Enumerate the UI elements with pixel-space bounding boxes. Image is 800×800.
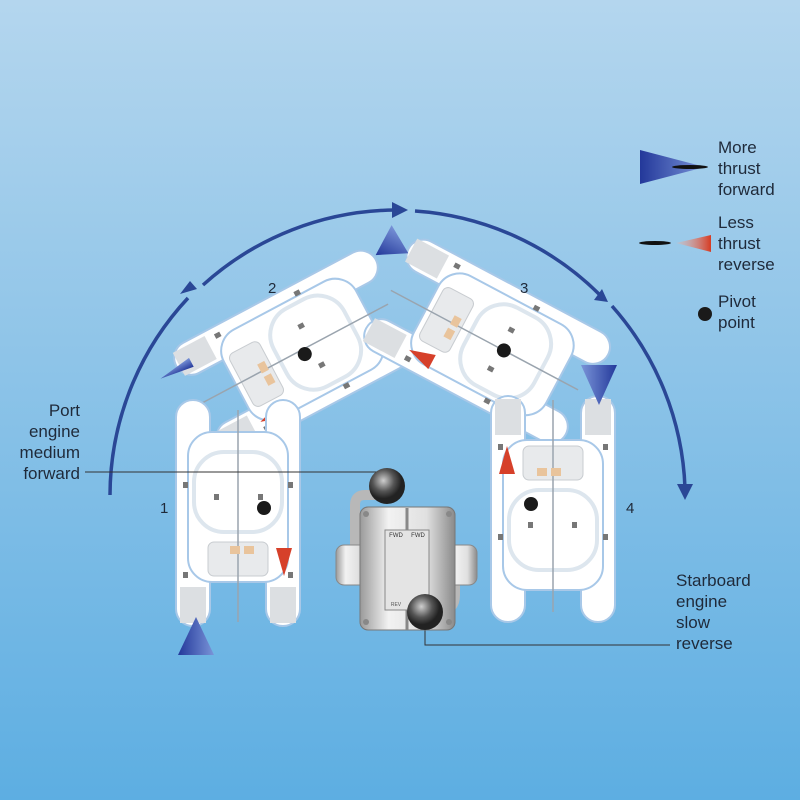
forward-thrust-icon	[160, 357, 194, 379]
pivot-point-icon	[257, 501, 271, 515]
reverse-thrust-icon	[276, 548, 292, 576]
pivot-point-icon	[297, 347, 312, 362]
boat-position-1	[174, 398, 302, 655]
arc-segment	[201, 208, 396, 287]
engine-control-lever: FWD FWD REV	[335, 468, 478, 631]
starboard-engine-callout: Starboard engine slow reverse	[676, 570, 751, 654]
starboard-callout-line	[424, 615, 670, 646]
reverse-thrust-icon	[499, 446, 515, 474]
arrowhead-icon	[392, 202, 408, 218]
port-engine-callout: Port engine medium forward	[20, 400, 80, 484]
arrowhead-icon	[677, 484, 693, 500]
legend-text: thrust	[718, 234, 761, 253]
forward-thrust-icon	[581, 365, 617, 405]
arc-segment	[108, 296, 190, 496]
callout-text: medium	[19, 443, 80, 462]
position-label-1: 1	[160, 500, 169, 517]
port-fwd-label: FWD	[389, 533, 403, 539]
forward-thrust-icon	[178, 617, 214, 655]
callout-text: forward	[23, 464, 80, 483]
legend-text: thrust	[718, 159, 761, 178]
callout-text: Port	[48, 401, 80, 420]
callout-text: engine	[28, 422, 80, 441]
pivot-point-icon	[524, 497, 538, 511]
forward-thrust-icon	[375, 225, 409, 256]
callout-text: Starboard	[676, 571, 751, 590]
legend-pivot-icon	[698, 307, 712, 321]
port-lever-knob	[369, 468, 405, 504]
callout-text: slow	[676, 613, 711, 632]
legend-less-thrust: Less thrust reverse	[718, 212, 775, 275]
arrowhead-icon	[180, 281, 197, 294]
arc-segment	[610, 304, 687, 489]
position-label-3: 3	[520, 280, 529, 297]
arc-arrowheads	[180, 202, 693, 500]
position-label-2: 2	[268, 280, 277, 297]
starboard-lever-knob	[407, 594, 443, 630]
legend-text: point	[718, 313, 755, 332]
starboard-fwd-label: FWD	[411, 533, 425, 539]
callout-text: reverse	[676, 634, 733, 653]
legend-text: forward	[718, 180, 775, 199]
legend-text: reverse	[718, 255, 775, 274]
pivot-point-icon	[496, 343, 511, 358]
boat-position-4	[489, 365, 617, 624]
legend-reverse-thrust-icon	[639, 241, 671, 245]
position-label-4: 4	[626, 500, 635, 517]
rotation-arc	[108, 208, 687, 496]
rev-label: REV	[391, 602, 402, 608]
arc-segment	[414, 209, 602, 297]
callout-text: engine	[676, 592, 728, 611]
legend-text: Pivot	[718, 292, 756, 311]
reverse-thrust-icon	[409, 349, 436, 370]
legend-text: More	[718, 138, 757, 157]
arrowhead-icon	[594, 289, 608, 302]
boat-position-3	[335, 225, 616, 450]
legend-more-thrust: More thrust forward	[718, 137, 775, 200]
legend-text: Less	[718, 213, 754, 232]
legend-pivot: Pivot point	[718, 291, 756, 333]
